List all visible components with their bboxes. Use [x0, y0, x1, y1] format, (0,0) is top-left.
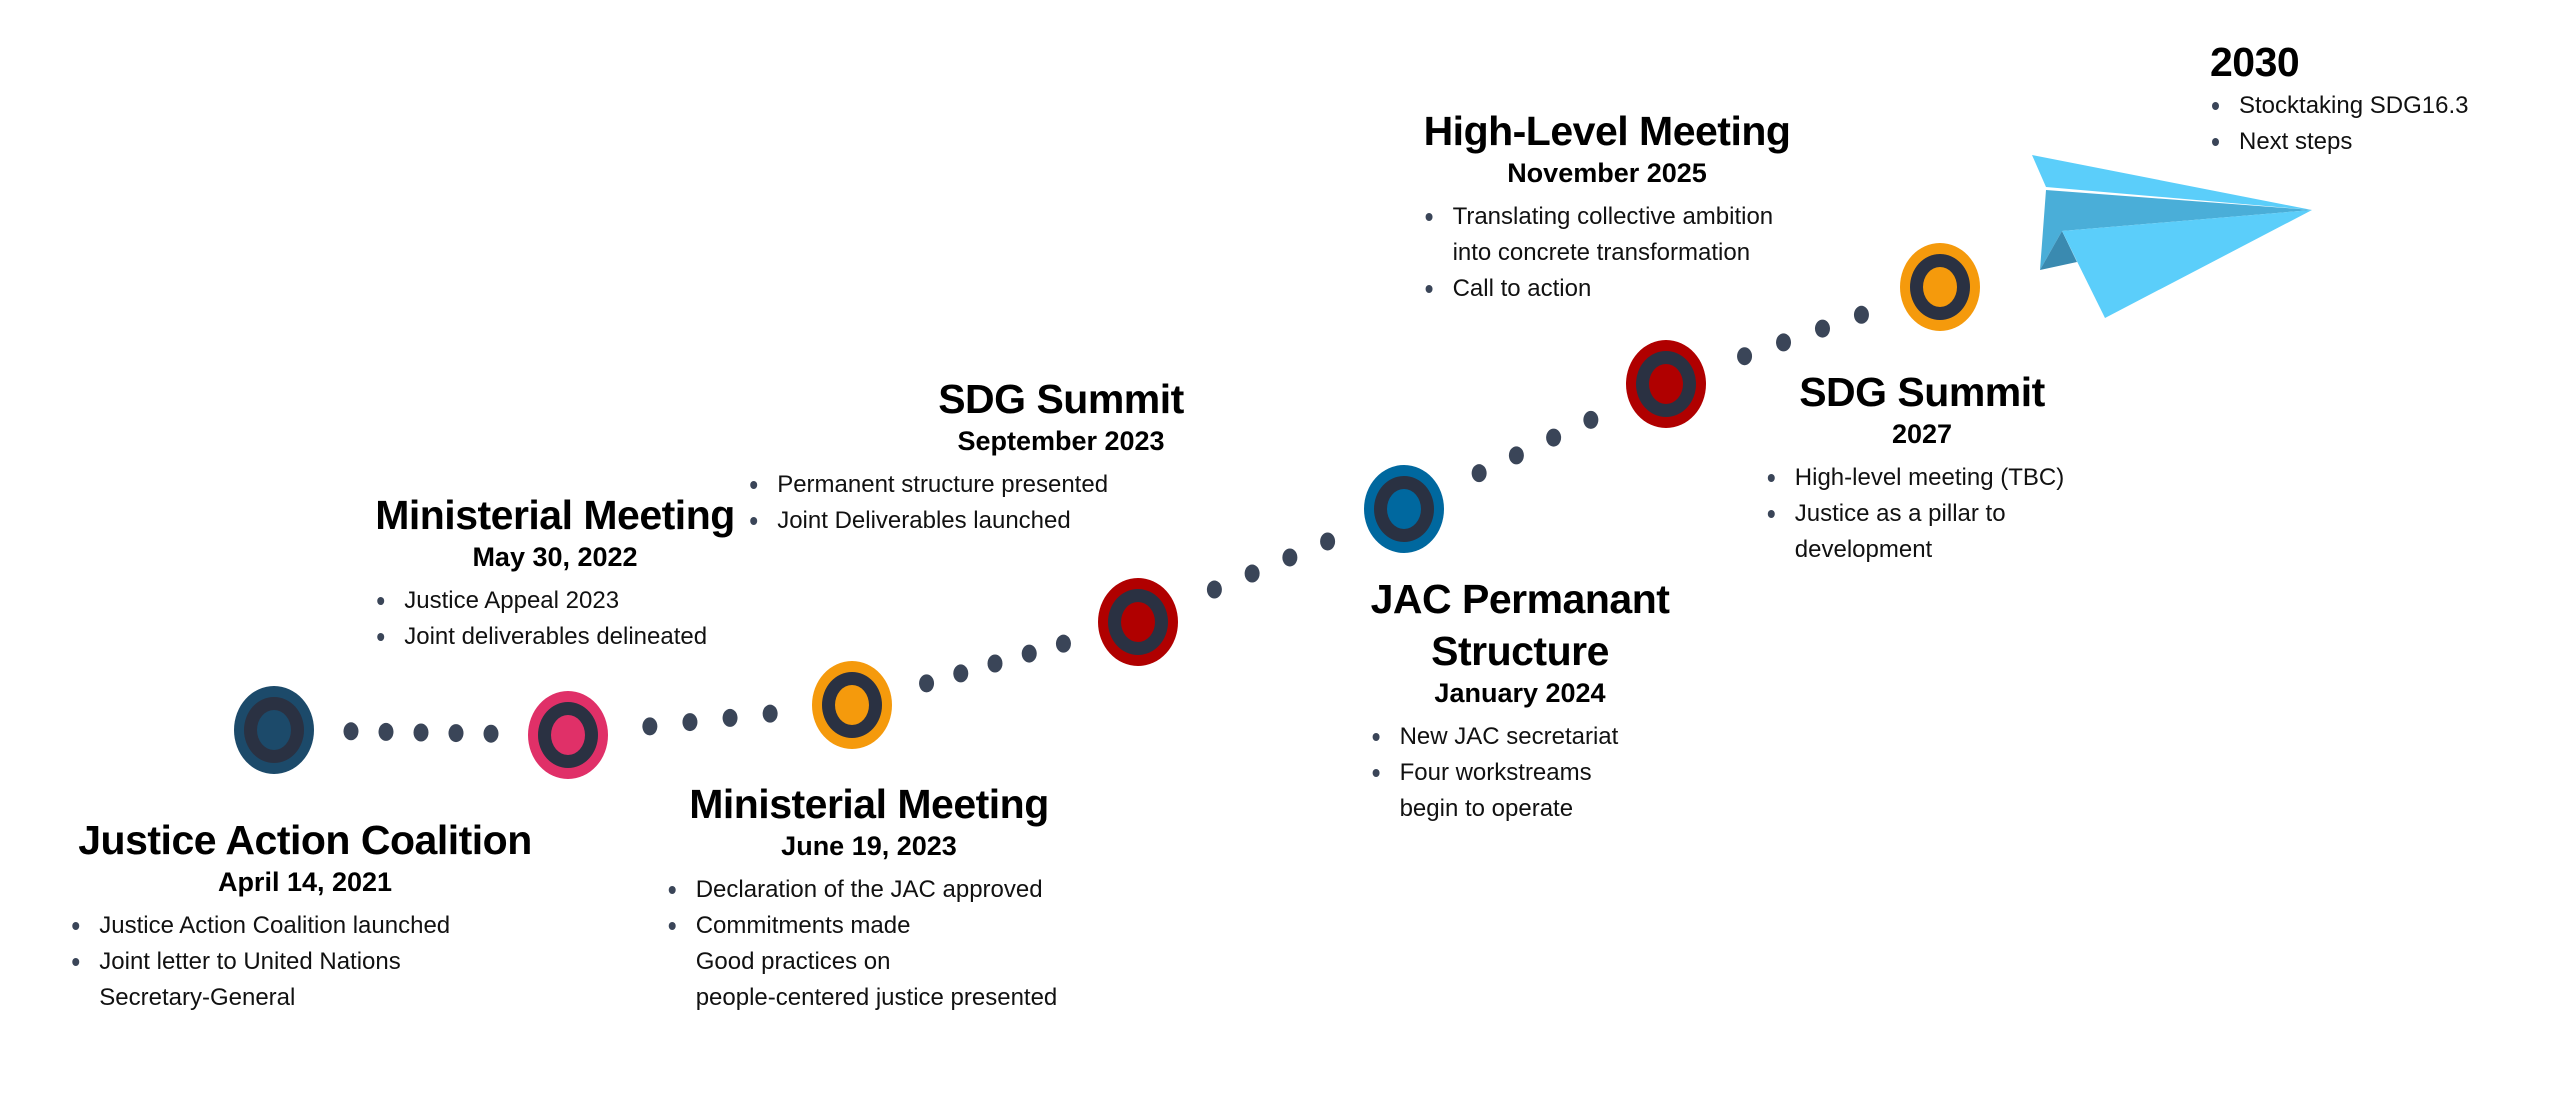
bullet: New JAC secretariat	[1371, 719, 1670, 755]
milestone-sdg-summit-2027: SDG Summit 2027 High-level meeting (TBC)…	[1767, 368, 2064, 568]
bullet-continuation: Good practices on	[695, 948, 891, 975]
milestone-title: SDG Summit	[938, 376, 1184, 422]
milestone-title-line2: Structure	[1431, 628, 1609, 674]
path-dot	[1776, 333, 1792, 352]
path-dot	[343, 722, 359, 741]
milestone-ministerial-meeting-2022: Ministerial Meeting May 30, 2022 Justice…	[375, 491, 735, 655]
path-dot	[722, 708, 738, 727]
milestone-date: January 2024	[1434, 678, 1606, 708]
milestone-node	[1098, 578, 1178, 666]
path-dot	[642, 717, 658, 736]
bullet: Justice Appeal 2023	[375, 583, 735, 619]
bullet: Justice Action Coalition launched	[70, 908, 531, 944]
milestone-date: 2027	[1891, 419, 1953, 449]
path-dot	[682, 713, 698, 732]
paper-plane-icon	[2032, 155, 2312, 318]
milestone-date: June 19, 2023	[781, 831, 957, 861]
milestone-ministerial-meeting-2023: Ministerial Meeting June 19, 2023 Declar…	[668, 780, 1057, 1016]
bullet-continuation: into concrete transformation	[1452, 239, 1751, 266]
milestone-date: May 30, 2022	[472, 542, 638, 572]
milestone-node	[1626, 340, 1706, 428]
milestone-date: November 2025	[1507, 158, 1707, 188]
milestone-node	[1364, 465, 1444, 553]
milestone-node	[812, 661, 892, 749]
path-dot	[378, 722, 394, 741]
path-dot	[987, 654, 1003, 673]
bullet: Justice as a pillar to	[1766, 496, 2064, 532]
bullet: Call to action	[1424, 271, 1791, 307]
path-dot	[1546, 428, 1562, 447]
milestone-justice-action-coalition: Justice Action Coalition April 14, 2021 …	[72, 816, 532, 1016]
milestone-2030: 2030 Stocktaking SDG16.3 Next steps	[2210, 38, 2468, 160]
path-dot	[448, 724, 464, 743]
bullet: Translating collective ambition	[1424, 199, 1791, 235]
bullet: Commitments made	[667, 908, 1058, 944]
milestone-title: Justice Action Coalition	[78, 817, 532, 863]
milestone-node	[1900, 243, 1980, 331]
milestone-title: High-Level Meeting	[1423, 108, 1791, 154]
milestone-title: 2030	[2210, 39, 2300, 85]
path-dot	[1583, 410, 1599, 429]
path-dot	[1320, 532, 1336, 551]
bullet: Joint letter to United Nations	[70, 944, 531, 980]
bullet: Joint deliverables delineated	[375, 619, 735, 655]
path-dot	[1814, 319, 1830, 338]
milestone-date: April 14, 2021	[217, 867, 393, 897]
bullet: Next steps	[2210, 124, 2468, 160]
milestone-sdg-summit-2023: SDG Summit September 2023 Permanent stru…	[750, 375, 1184, 539]
milestone-title: Ministerial Meeting	[689, 781, 1049, 827]
milestone-title: JAC Permanant	[1370, 576, 1670, 622]
bullet: Joint Deliverables launched	[748, 503, 1168, 539]
milestone-node	[528, 691, 608, 779]
path-dot	[1055, 634, 1071, 653]
path-dot	[1853, 305, 1869, 324]
bullet-continuation: people-centered justice presented	[695, 984, 1058, 1011]
bullet-continuation: Secretary-General	[99, 984, 296, 1011]
path-dot	[483, 724, 499, 743]
path-dot	[953, 664, 969, 683]
bullet: Four workstreams	[1371, 755, 1670, 791]
bullet-continuation: begin to operate	[1399, 795, 1574, 822]
path-dot	[762, 704, 778, 723]
bullet-continuation: development	[1794, 536, 1933, 563]
bullet: Declaration of the JAC approved	[667, 872, 1058, 908]
path-dot	[1737, 347, 1753, 366]
bullet: Stocktaking SDG16.3	[2210, 88, 2468, 124]
path-dot	[1508, 446, 1524, 465]
path-dot	[919, 674, 935, 693]
milestone-title: Ministerial Meeting	[375, 492, 735, 538]
dotted-path	[343, 305, 1869, 743]
path-dot	[1282, 548, 1298, 567]
bullet: High-level meeting (TBC)	[1766, 460, 2064, 496]
path-dot	[413, 723, 429, 742]
path-dot	[1244, 564, 1260, 583]
milestone-node	[234, 686, 314, 774]
milestone-high-level-meeting-2025: High-Level Meeting November 2025 Transla…	[1424, 107, 1791, 307]
bullet: Permanent structure presented	[748, 467, 1168, 503]
path-dot	[1471, 464, 1487, 483]
milestone-jac-permanent-structure: JAC Permanant Structure January 2024 New…	[1371, 575, 1670, 827]
path-dot	[1206, 580, 1222, 599]
milestone-date: September 2023	[957, 426, 1165, 456]
path-dot	[1021, 644, 1037, 663]
milestone-nodes	[234, 243, 1980, 779]
milestone-title: SDG Summit	[1799, 369, 2045, 415]
